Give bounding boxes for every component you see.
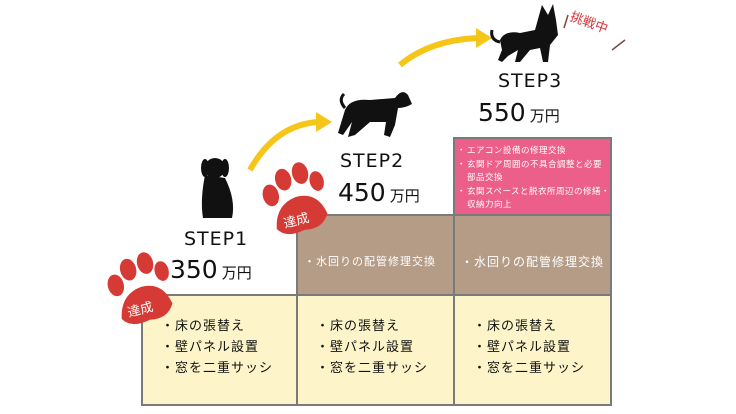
step3-top-items: エアコン設備の修理交換 玄関ドア周囲の不具合調整と必要部品交換 玄関スペースと脱… (457, 145, 610, 213)
list-item: 床の張替え (316, 316, 428, 337)
list-item: 窓を二重サッシ (316, 358, 428, 379)
step1-label: STEP1 (184, 228, 249, 250)
step1-items: 床の張替え 壁パネル設置 窓を二重サッシ (161, 316, 273, 379)
list-item: 水回りの配管修理交換 (461, 253, 604, 270)
arrow-head (476, 28, 492, 48)
list-item: 壁パネル設置 (316, 337, 428, 358)
arrow-icon (247, 119, 319, 172)
list-item: 床の張替え (161, 316, 273, 337)
list-item: 玄関ドア周囲の不具合調整と必要部品交換 (457, 159, 610, 186)
step3-label: STEP3 (498, 70, 563, 92)
paw-stamp-icon (107, 252, 173, 325)
step2-items: 床の張替え 壁パネル設置 窓を二重サッシ (316, 316, 428, 379)
list-item: エアコン設備の修理交換 (457, 145, 610, 159)
step3-top-cell: エアコン設備の修理交換 玄関ドア周囲の不具合調整と必要部品交換 玄関スペースと脱… (453, 137, 612, 216)
tag-mark (611, 39, 626, 51)
list-item: 床の張替え (473, 316, 585, 337)
list-item: 窓を二重サッシ (473, 358, 585, 379)
dog-silhouette-icon (338, 92, 412, 137)
list-item: 壁パネル設置 (473, 337, 585, 358)
step2-mid-cell: 水回りの配管修理交換 (296, 214, 455, 296)
list-item: 玄関スペースと脱衣所周辺の修繕・収納力向上 (457, 186, 610, 213)
tag-mark (563, 14, 569, 29)
paw-stamp-icon (262, 162, 328, 235)
puppy-silhouette-icon (201, 158, 234, 218)
arrow-icon (398, 35, 479, 68)
step2-label: STEP2 (340, 150, 405, 172)
list-item: 水回りの配管修理交換 (304, 253, 436, 269)
step3-items: 床の張替え 壁パネル設置 窓を二重サッシ (473, 316, 585, 379)
shepherd-silhouette-icon (490, 4, 558, 62)
list-item: 壁パネル設置 (161, 337, 273, 358)
arrow-head (316, 112, 332, 132)
list-item: 窓を二重サッシ (161, 358, 273, 379)
step3-mid-cell: 水回りの配管修理交換 (453, 214, 612, 296)
